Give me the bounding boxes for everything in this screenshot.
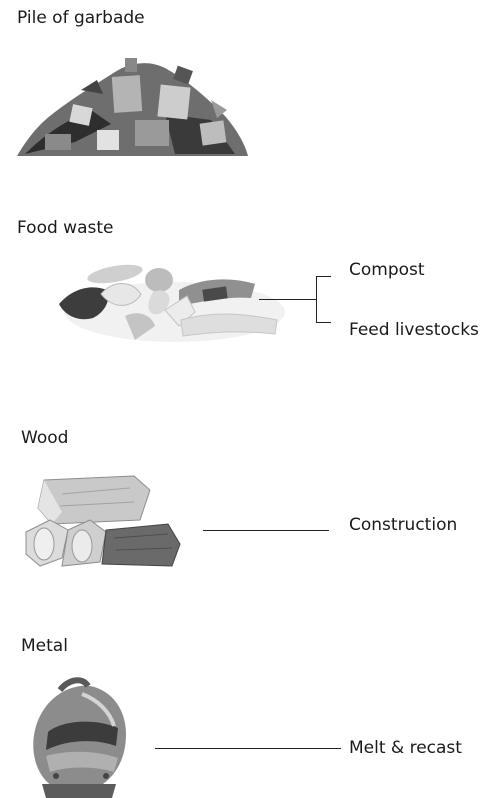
output-melt-and-recast: Melt & recast <box>349 738 462 758</box>
connector-feed-livestocks <box>316 322 331 323</box>
firewood-logs-icon <box>22 472 182 572</box>
food-waste-icon <box>55 250 285 350</box>
connector-food-waste-branch <box>316 276 317 323</box>
section-title-metal: Metal <box>21 636 68 656</box>
output-feed-livestocks: Feed livestocks <box>349 320 479 340</box>
connector-compost <box>316 276 331 277</box>
section-title-wood: Wood <box>21 428 68 448</box>
section-title-garbage: Pile of garbade <box>17 8 145 28</box>
connector-wood <box>203 530 329 531</box>
connector-metal <box>155 748 341 749</box>
section-title-food-waste: Food waste <box>17 218 113 238</box>
knight-helmet-icon <box>22 676 134 798</box>
connector-food-waste <box>259 299 316 300</box>
output-construction: Construction <box>349 515 457 535</box>
garbage-pile-icon <box>15 50 250 160</box>
output-compost: Compost <box>349 260 425 280</box>
